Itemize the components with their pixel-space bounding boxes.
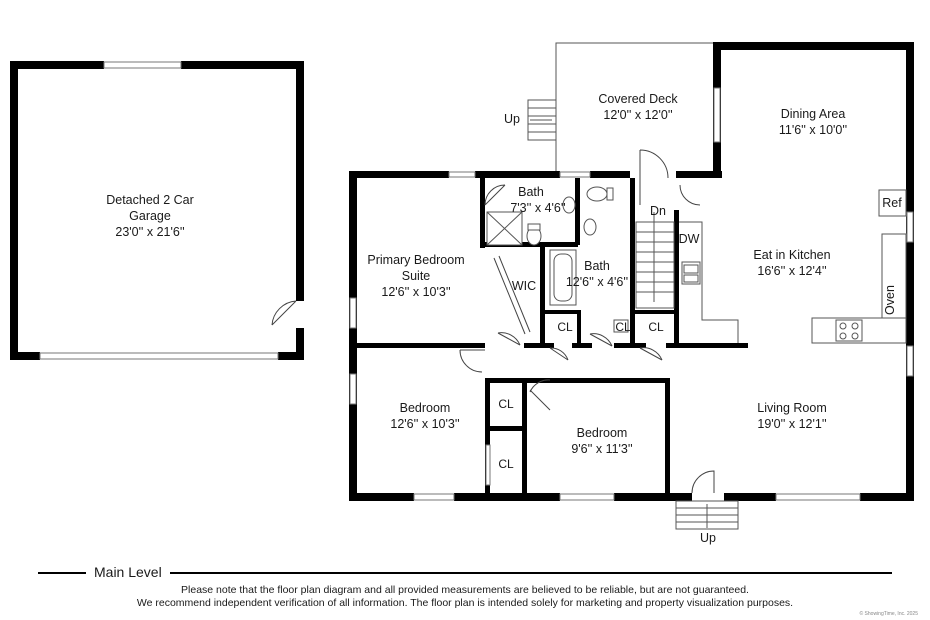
copyright-notice: © ShowingTime, Inc. 2025 [859, 611, 918, 617]
closet-label-hall: CL [648, 320, 664, 334]
garage-walls [10, 61, 304, 360]
garage-side-door [271, 300, 297, 326]
primary-bedroom-name-1: Primary Bedroom [367, 253, 464, 267]
closet-label-bed-upper: CL [498, 397, 514, 411]
dw-label: DW [679, 232, 700, 246]
floor-plan: Detached 2 Car Garage 23'0'' x 21'6'' Co… [10, 42, 914, 545]
primary-bedroom-dims: 12'6'' x 10'3'' [381, 285, 450, 299]
dining-area-dims: 11'6'' x 10'0'' [779, 123, 847, 137]
up-label-front: Up [700, 531, 716, 545]
covered-deck-name: Covered Deck [598, 92, 678, 106]
living-room-dims: 19'0'' x 12'1'' [757, 417, 826, 431]
wic-name: WIC [512, 279, 536, 293]
up-label-deck: Up [504, 112, 520, 126]
bath-mid-dims: 12'6'' x 4'6'' [566, 275, 628, 289]
bedroom-mid-name: Bedroom [577, 426, 628, 440]
kitchen-fixtures [679, 189, 907, 344]
garage-name-1: Detached 2 Car [106, 193, 194, 207]
covered-deck-dims: 12'0'' x 12'0'' [603, 108, 672, 122]
bedroom-left-name: Bedroom [400, 401, 451, 415]
level-title: Main Level [94, 564, 162, 580]
deck-stairs-top [527, 99, 557, 141]
level-rule-right [170, 572, 892, 574]
dining-area-name: Dining Area [781, 107, 846, 121]
garage-name-2: Garage [129, 209, 171, 223]
level-rule-left [38, 572, 86, 574]
kitchen-dims: 16'6'' x 12'4'' [757, 264, 826, 278]
bedroom-left-dims: 12'6'' x 10'3'' [390, 417, 459, 431]
kitchen-name: Eat in Kitchen [753, 248, 830, 262]
doors [459, 149, 715, 494]
bedroom-mid-dims: 9'6'' x 11'3'' [571, 442, 632, 456]
front-stairs [675, 500, 739, 530]
primary-bedroom-name-2: Suite [402, 269, 431, 283]
disclaimer-line-2: We recommend independent verification of… [136, 597, 794, 609]
bath-fixtures [486, 186, 629, 333]
closet-label-bath: CL [615, 320, 631, 334]
stairs-down [635, 212, 675, 309]
closet-label-bed-lower: CL [498, 457, 514, 471]
closet-label-wic: CL [557, 320, 573, 334]
ref-label: Ref [882, 196, 902, 210]
bath-top-name: Bath [518, 185, 544, 199]
living-room-name: Living Room [757, 401, 826, 415]
garage-dims: 23'0'' x 21'6'' [115, 225, 184, 239]
dn-label: Dn [650, 204, 666, 218]
bath-top-dims: 7'3'' x 4'6'' [510, 201, 565, 215]
bath-mid-name: Bath [584, 259, 610, 273]
oven-label: Oven [883, 285, 897, 315]
disclaimer-line-1: Please note that the floor plan diagram … [181, 584, 749, 596]
